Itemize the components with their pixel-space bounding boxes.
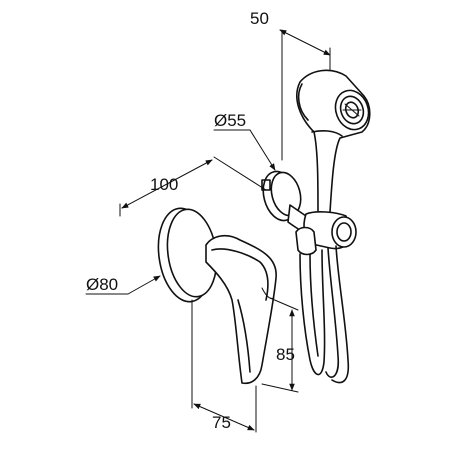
mixer-lever xyxy=(205,234,277,385)
dimension-100-label: 100 xyxy=(150,175,178,194)
dimension-75: 75 xyxy=(191,299,257,433)
dimension-d55: Ø55 xyxy=(213,111,276,171)
dimension-d55-label: Ø55 xyxy=(214,111,246,130)
dimension-50: 50 xyxy=(250,9,331,161)
dimension-85: 85 xyxy=(261,297,299,393)
dimension-d80: Ø80 xyxy=(85,275,161,295)
shower-hose xyxy=(299,245,350,384)
hand-shower xyxy=(296,69,371,215)
dimension-85-label: 85 xyxy=(276,345,295,364)
holder-bracket xyxy=(295,211,357,256)
dimension-100: 100 xyxy=(119,156,267,217)
dimension-d80-label: Ø80 xyxy=(86,275,118,294)
dimension-75-label: 75 xyxy=(212,413,231,432)
dimension-50-label: 50 xyxy=(250,9,269,28)
